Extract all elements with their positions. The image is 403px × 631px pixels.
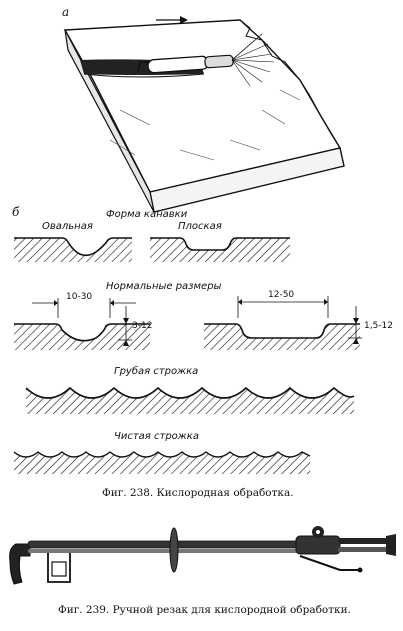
flat-groove-dimensioned [204, 296, 362, 350]
normal-sizes-title: Нормальные размеры [106, 281, 222, 292]
clean-gouging-profile [13, 451, 311, 474]
oval-groove-dimensioned [14, 298, 150, 350]
spark-spray [231, 33, 275, 87]
hand-cutting-torch [9, 526, 396, 585]
groove-shape-title: Форма канавки [106, 209, 188, 220]
clean-gouging-label: Чистая строжка [114, 431, 199, 442]
flat-width-dimension: 12-50 [268, 290, 295, 300]
workpiece-block [63, 19, 345, 213]
oval-depth-dimension: 3-12 [132, 321, 153, 331]
panel-letter-b: б [12, 205, 20, 219]
flat-depth-dimension: 1,5-12 [364, 321, 394, 331]
panel-letter-a: а [62, 5, 70, 19]
oval-groove-label: Овальная [42, 221, 93, 232]
oval-groove-profile [14, 237, 132, 262]
direction-arrow-icon [156, 16, 188, 24]
figure-239-caption: Фиг. 239. Ручной резак для кислородной о… [58, 604, 351, 616]
oval-width-dimension: 10-30 [66, 292, 93, 302]
flat-groove-profile [150, 237, 290, 262]
rough-gouging-label: Грубая строжка [114, 366, 199, 377]
rough-gouging-profile [25, 386, 355, 414]
figure-238-caption: Фиг. 238. Кислородная обработка. [102, 487, 294, 499]
flat-groove-label: Плоская [178, 221, 222, 232]
